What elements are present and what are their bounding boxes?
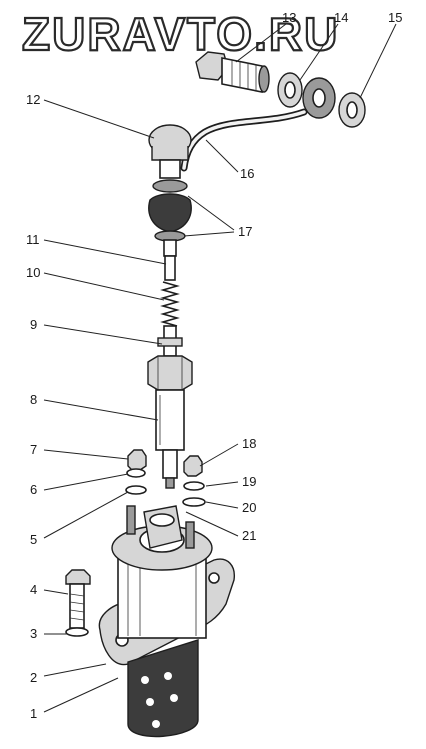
callout-9: 9 xyxy=(30,317,37,332)
callout-13: 13 xyxy=(282,10,296,25)
callout-12: 12 xyxy=(26,92,40,107)
part-mounting-bolt xyxy=(65,569,91,637)
callout-14: 14 xyxy=(334,10,348,25)
part-left-fasteners xyxy=(125,449,147,495)
callout-7: 7 xyxy=(30,442,37,457)
callout-16: 16 xyxy=(240,166,254,181)
callout-18: 18 xyxy=(242,436,256,451)
part-spindle xyxy=(157,325,183,357)
callout-1: 1 xyxy=(30,706,37,721)
callout-15: 15 xyxy=(388,10,402,25)
callout-6: 6 xyxy=(30,482,37,497)
part-stem-and-spring xyxy=(160,255,180,327)
part-washer-15 xyxy=(338,92,366,128)
callout-labels: 1 2 3 4 5 6 7 8 9 10 11 12 13 14 15 16 1… xyxy=(26,10,402,721)
callout-19: 19 xyxy=(242,474,256,489)
leader-lines xyxy=(43,23,397,713)
part-boot-and-seals xyxy=(148,179,192,257)
part-clamp-housing xyxy=(98,505,235,738)
watermark-text: ZURAVTO.RU xyxy=(22,8,339,60)
callout-5: 5 xyxy=(30,532,37,547)
part-right-fasteners xyxy=(182,455,206,507)
callout-3: 3 xyxy=(30,626,37,641)
part-banjo-bolt xyxy=(195,51,270,93)
callout-20: 20 xyxy=(242,500,256,515)
part-nozzle-holder xyxy=(147,355,193,489)
callout-2: 2 xyxy=(30,670,37,685)
callout-4: 4 xyxy=(30,582,37,597)
callout-10: 10 xyxy=(26,265,40,280)
part-cap-nut xyxy=(148,124,192,179)
callout-8: 8 xyxy=(30,392,37,407)
callout-21: 21 xyxy=(242,528,256,543)
callout-11: 11 xyxy=(26,232,40,247)
part-washer-14 xyxy=(277,72,303,108)
callout-17: 17 xyxy=(238,224,252,239)
